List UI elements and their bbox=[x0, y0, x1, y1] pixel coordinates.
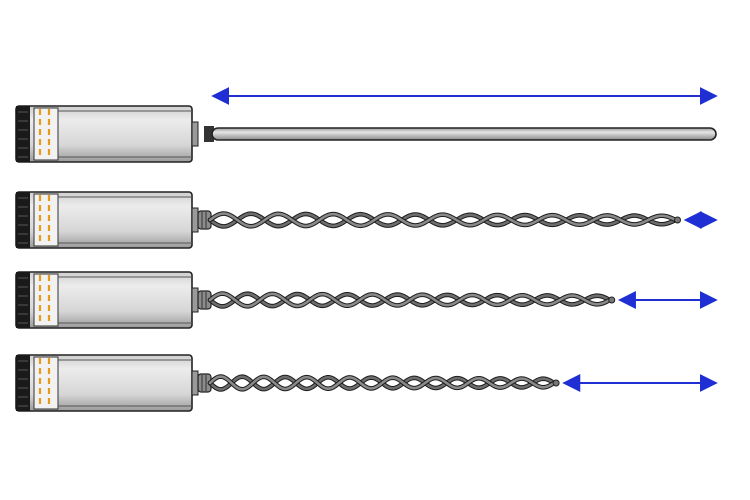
motor bbox=[15, 191, 199, 249]
motor-gearbox bbox=[33, 273, 59, 327]
rod-collar bbox=[204, 126, 214, 142]
motor-endcap bbox=[16, 106, 30, 162]
strand-end-tip bbox=[674, 216, 682, 224]
motor-endcap bbox=[16, 355, 30, 411]
twisted-strand bbox=[207, 211, 682, 229]
strand-end-tip bbox=[552, 379, 560, 387]
string-b bbox=[208, 375, 556, 391]
straight-strand bbox=[211, 127, 717, 141]
string-b bbox=[208, 212, 677, 228]
motor-gearbox bbox=[33, 356, 59, 410]
motor-endcap bbox=[16, 272, 30, 328]
motor-gearbox bbox=[33, 193, 59, 247]
strand-end-tip bbox=[608, 296, 616, 304]
actuator-row-2 bbox=[15, 191, 718, 249]
string-b bbox=[208, 292, 612, 308]
motor-flange bbox=[191, 207, 199, 233]
actuator-row-4 bbox=[15, 354, 718, 412]
motor-flange bbox=[191, 287, 199, 313]
actuator-row-1 bbox=[15, 87, 718, 163]
motor bbox=[15, 271, 199, 329]
motor-flange bbox=[191, 370, 199, 396]
motor-flange bbox=[191, 121, 199, 147]
actuator-row-3 bbox=[15, 271, 718, 329]
motor-gearbox bbox=[33, 107, 59, 161]
motor bbox=[15, 354, 199, 412]
coupler bbox=[197, 210, 212, 230]
string-a bbox=[208, 212, 677, 228]
twisted-strand bbox=[207, 291, 616, 309]
motor-endcap bbox=[16, 192, 30, 248]
twisted-strand bbox=[207, 374, 560, 392]
motor bbox=[15, 105, 199, 163]
untwisted-strand bbox=[204, 126, 717, 142]
actuator-rows bbox=[15, 87, 718, 412]
